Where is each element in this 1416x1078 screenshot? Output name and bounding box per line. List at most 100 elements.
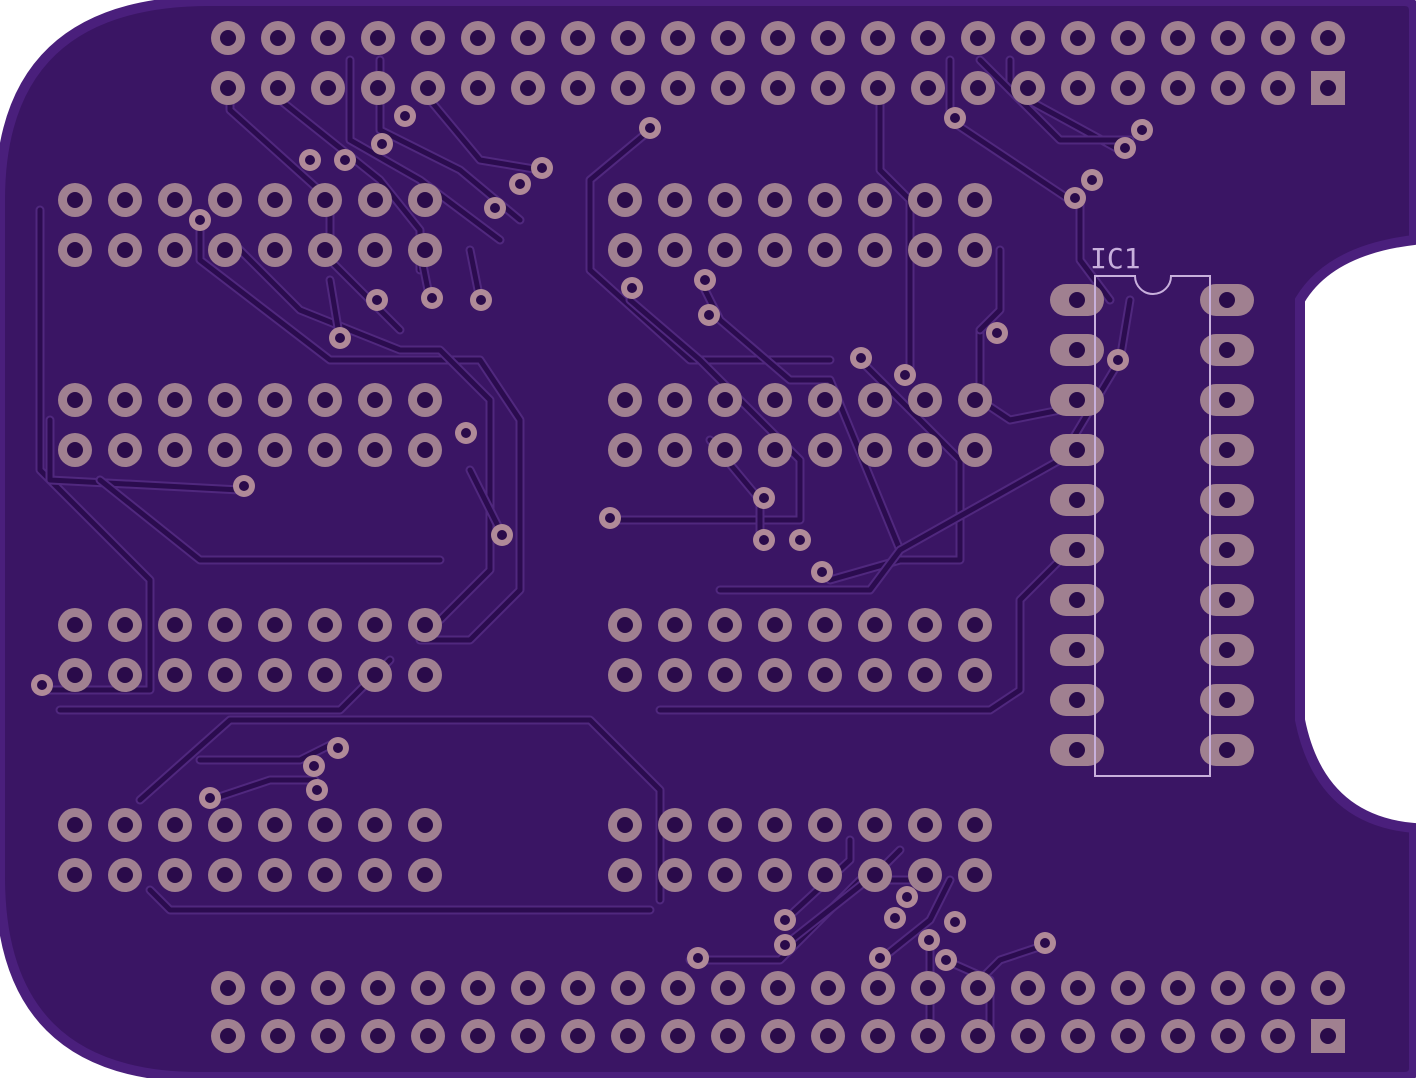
pad-drill [167,617,183,633]
pad-icon [361,971,395,1005]
via-icon [470,289,492,311]
pad-icon [811,71,845,105]
ic-pad [1200,634,1254,666]
via-drill [312,785,322,795]
pad-drill [820,80,836,96]
pad-drill [1070,80,1086,96]
trace [97,477,443,563]
via-icon [1131,119,1153,141]
pad-drill [920,30,936,46]
pad-icon [961,21,995,55]
pad-drill [867,242,883,258]
via-icon [884,907,906,929]
pad-drill [267,242,283,258]
pad-drill [117,617,133,633]
pad-drill [1220,980,1236,996]
trace [977,57,1133,143]
pad-icon [58,233,92,267]
via-drill [605,513,615,523]
via-drill [340,155,350,165]
pad-drill [267,617,283,633]
pad-icon [308,183,342,217]
pad-drill [917,817,933,833]
via-drill [1120,143,1130,153]
pad-icon [1261,1019,1295,1053]
pad-drill [520,30,536,46]
pad-icon [108,858,142,892]
pad-drill [1170,980,1186,996]
pad-icon [1311,971,1345,1005]
pad-icon [758,183,792,217]
pad-drill [367,242,383,258]
pad-icon [908,383,942,417]
pad-icon [211,71,245,105]
pad-icon [58,658,92,692]
via-drill [627,283,637,293]
pad-drill [1070,980,1086,996]
pad-drill [67,442,83,458]
via-icon [306,779,328,801]
pad-icon [808,608,842,642]
pad-drill [367,442,383,458]
pad-icon [608,808,642,842]
pad-drill [917,442,933,458]
pad-drill [817,192,833,208]
pad-icon [1011,71,1045,105]
pad-drill [920,80,936,96]
pad-icon [608,858,642,892]
via-drill [1087,175,1097,185]
pad-drill [1020,1028,1036,1044]
pad-icon [758,433,792,467]
pad-drill [717,442,733,458]
pad-drill [667,817,683,833]
pad-icon [561,971,595,1005]
trace [877,877,953,963]
pad-icon [561,71,595,105]
pad-icon [758,858,792,892]
trace [197,742,333,763]
ic-pad-drill [1069,492,1085,508]
pad-drill [667,192,683,208]
pad-icon [358,658,392,692]
pad-drill [417,192,433,208]
trace [717,357,1123,593]
via-icon [455,422,477,444]
pad-drill [620,80,636,96]
ic-pad-drill [1069,392,1085,408]
pad-icon [858,383,892,417]
pad-icon [811,1019,845,1053]
ic-pad-drill [1219,442,1235,458]
pad-drill [817,442,833,458]
pad-icon [911,71,945,105]
trace [427,97,543,173]
pad-drill [917,867,933,883]
via-drill [890,913,900,923]
trace [877,97,913,373]
ic1-silkscreen-outline [1094,275,1211,777]
pad-drill [967,442,983,458]
pad-icon [311,71,345,105]
pad-drill [270,1028,286,1044]
via-icon [1034,932,1056,954]
pad-icon [861,71,895,105]
pad-drill [167,242,183,258]
pad-icon [408,433,442,467]
pad-drill [967,667,983,683]
pad-drill [117,392,133,408]
pad-icon [311,971,345,1005]
pad-icon [1311,21,1345,55]
pad-drill [370,980,386,996]
pad-icon [808,858,842,892]
pad-drill [1320,80,1336,96]
pad-icon [58,608,92,642]
trace [977,327,1063,423]
pad-drill [317,392,333,408]
pad-drill [670,980,686,996]
pad-drill [1120,1028,1136,1044]
square-pad-icon [1311,71,1345,105]
ic1-reference-label: IC1 [1090,242,1141,275]
pad-drill [220,1028,236,1044]
pad-icon [1061,71,1095,105]
pad-icon [861,971,895,1005]
